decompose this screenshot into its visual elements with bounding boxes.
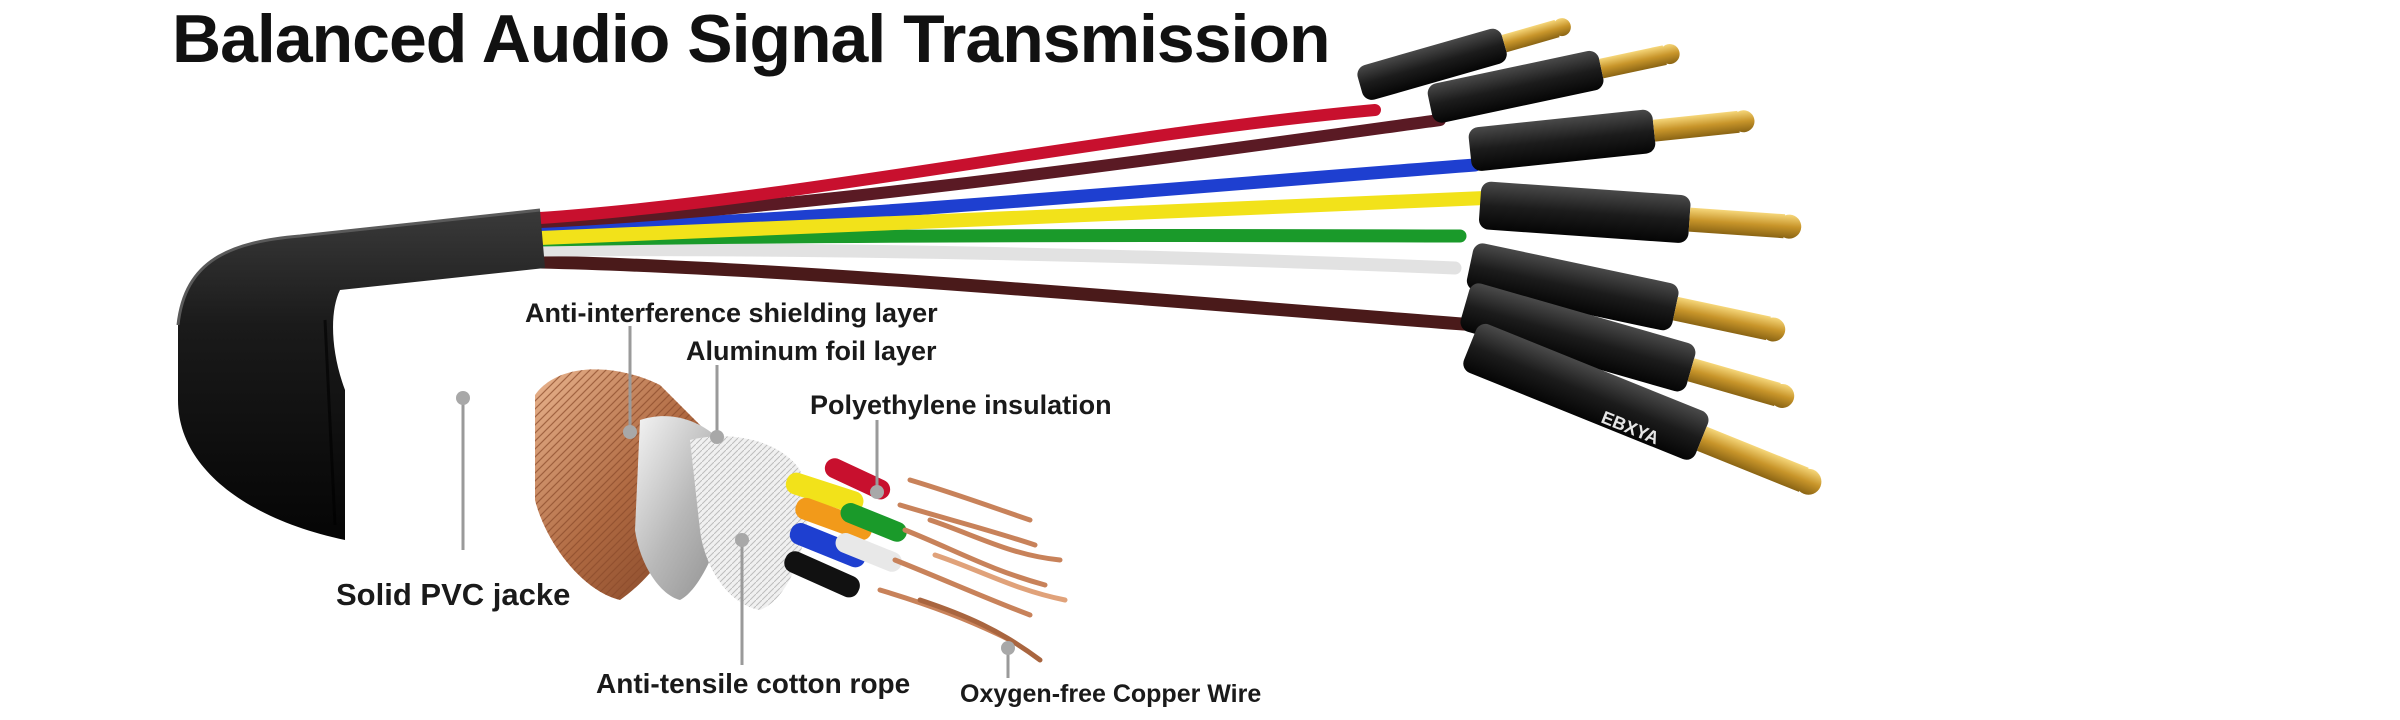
wire-bundle (533, 104, 1492, 332)
wire-yellow (533, 191, 1492, 245)
plug-7 (1463, 323, 1822, 495)
plug-2 (1427, 44, 1680, 123)
plug-1 (1357, 18, 1571, 100)
diagram-title: Balanced Audio Signal Transmission (172, 1, 1331, 77)
cable-cross-section (535, 369, 1068, 663)
plug-5 (1466, 243, 1786, 342)
label-pvc-jacket: Solid PVC jacke (336, 577, 571, 612)
wire-maroon (534, 114, 1446, 228)
wire-blue (533, 158, 1482, 237)
plug-array: EBXYA (1357, 18, 1822, 495)
wire-brown (533, 255, 1482, 332)
wire-white (533, 243, 1462, 275)
plug-4 (1478, 181, 1802, 243)
pvc-jacket (176, 208, 545, 540)
plug-3 (1468, 109, 1755, 171)
label-copper-wire: Oxygen-free Copper Wire (960, 680, 1262, 708)
plug-6 (1460, 283, 1795, 408)
label-aluminum-foil: Aluminum foil layer (686, 336, 937, 366)
label-shielding-layer: Anti-interference shielding layer (525, 298, 938, 328)
label-polyethylene-insulation: Polyethylene insulation (810, 390, 1112, 420)
wire-red (534, 104, 1381, 224)
label-cotton-rope: Anti-tensile cotton rope (596, 668, 911, 699)
copper-strands (877, 477, 1068, 663)
leader-lines (456, 326, 1015, 678)
inner-conductors (784, 458, 907, 598)
